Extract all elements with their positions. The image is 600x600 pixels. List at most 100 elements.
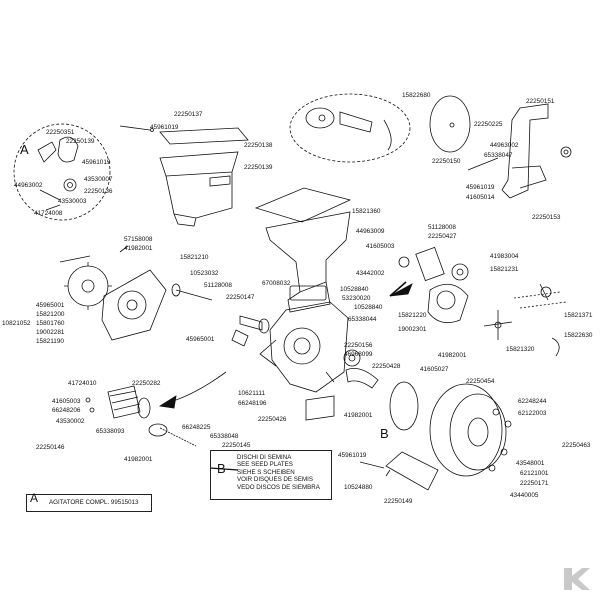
legend-line: DISCHI DI SEMINA <box>237 454 292 461</box>
agitator-text: AGITATORE COMPL. 99515013 <box>49 499 139 506</box>
part-number-label: 65338047 <box>484 152 513 159</box>
mid-parts <box>305 349 379 421</box>
part-number-label: 41605003 <box>52 398 81 405</box>
part-number-label: 15801760 <box>36 320 65 327</box>
part-number-label: 67008032 <box>262 280 291 287</box>
legend-letter-b: B <box>217 461 226 476</box>
part-number-label: 22250139 <box>66 138 95 145</box>
part-number-label: 22250145 <box>222 442 251 449</box>
part-number-label: 22250156 <box>344 342 373 349</box>
detail-letter-b: B <box>380 426 389 441</box>
hopper-lower <box>254 187 352 313</box>
part-number-label: 43440005 <box>510 492 539 499</box>
part-number-label: 45961019 <box>82 159 111 166</box>
seed-plate-disc <box>429 95 471 153</box>
part-number-label: 15821231 <box>490 266 519 273</box>
part-number-label: 66248206 <box>52 407 81 414</box>
main-casing <box>259 285 349 393</box>
part-number-label: 62122003 <box>518 410 547 417</box>
seed-disc-lower <box>389 381 512 477</box>
legend-line: SIEHE S SCHEIBEN <box>237 468 295 476</box>
part-number-label: 10523032 <box>190 270 219 277</box>
part-number-label: 22250147 <box>226 294 255 301</box>
part-number-label: 62248244 <box>518 398 547 405</box>
part-number-label: 15821220 <box>398 312 427 319</box>
part-number-label: 15821360 <box>352 208 381 215</box>
part-number-label: 41982001 <box>438 352 467 359</box>
part-number-label: 45961019 <box>338 452 367 459</box>
part-number-label: 22250139 <box>244 164 273 171</box>
part-number-label: 51128008 <box>204 282 232 289</box>
part-number-label: 45961019 <box>150 124 179 131</box>
right-drive-pieces <box>389 246 567 357</box>
seed-plates-text: DISCHI DI SEMINA SEE SEED PLATES SIEHE S… <box>237 454 320 491</box>
part-number-label: 15821190 <box>36 338 64 345</box>
part-number-label: 41724010 <box>68 380 97 387</box>
agitator-legend: A AGITATORE COMPL. 99515013 <box>26 492 152 512</box>
direction-arrows <box>158 283 413 409</box>
part-number-label: 41605014 <box>466 194 495 201</box>
part-number-label: 22250282 <box>132 380 161 387</box>
part-number-label: 22250137 <box>174 111 203 118</box>
part-number-label: 44963002 <box>490 142 519 149</box>
part-number-label: 65338048 <box>210 433 239 440</box>
part-number-label: 22250153 <box>532 214 561 221</box>
part-number-label: 43530007 <box>84 176 113 183</box>
part-number-label: 15822680 <box>402 92 431 99</box>
part-number-label: 22250150 <box>432 158 461 165</box>
part-number-label: 41724008 <box>34 210 63 217</box>
gear-cover <box>59 245 167 341</box>
part-number-label: 57158008 <box>124 236 153 243</box>
part-number-label: 15821320 <box>506 346 535 353</box>
part-number-label: 22250138 <box>244 142 273 149</box>
part-number-label: 53230020 <box>342 295 371 302</box>
part-number-label: 15821371 <box>564 312 593 319</box>
part-number-label: 41983004 <box>490 253 519 260</box>
detail-letter-a: A <box>20 142 29 157</box>
seed-plates-legend: B DISCHI DI SEMINA SEE SEED PLATES SIEHE… <box>210 450 332 500</box>
part-number-label: 65338044 <box>348 316 377 323</box>
part-number-label: 22250171 <box>520 480 549 487</box>
hopper-upper <box>119 125 249 227</box>
part-number-label: 41605027 <box>420 366 449 373</box>
part-number-label: 22250463 <box>562 442 591 449</box>
part-number-label: 41982001 <box>124 245 153 252</box>
part-number-label: 51128008 <box>428 224 456 231</box>
part-number-label: 22250225 <box>474 121 503 128</box>
part-number-label: 41605003 <box>366 243 395 250</box>
part-number-label: 43548001 <box>516 460 545 467</box>
drive-shaft <box>171 283 270 347</box>
part-number-label: 43442002 <box>356 270 385 277</box>
legend-line: VEDO DISCOS DE SIEMBRA <box>237 483 320 491</box>
part-number-label: 44963009 <box>356 228 385 235</box>
part-number-label: 65338093 <box>96 428 125 435</box>
legend-line: SEE SEED PLATES <box>237 461 293 469</box>
part-number-label: 22250151 <box>526 98 555 105</box>
part-number-label: 62121001 <box>520 470 549 477</box>
part-number-label: 10528840 <box>340 286 369 293</box>
part-number-label: 15821200 <box>36 311 65 318</box>
part-number-label: 22250426 <box>258 416 287 423</box>
part-number-label: 22250146 <box>36 444 65 451</box>
part-number-label: 15822630 <box>564 332 593 339</box>
part-number-label: 45961019 <box>466 184 495 191</box>
part-number-label: 19002281 <box>36 329 65 336</box>
k-logo-icon <box>564 568 590 590</box>
part-number-label: 10524880 <box>344 484 373 491</box>
part-number-label: 66248225 <box>182 424 211 431</box>
part-number-label: 41982001 <box>344 412 373 419</box>
part-number-label: 43530003 <box>58 198 87 205</box>
part-number-label: 10621111 <box>238 390 266 397</box>
part-number-label: 22250427 <box>428 233 457 240</box>
right-bracket <box>467 103 572 199</box>
part-number-label: 22250351 <box>46 129 75 136</box>
agitator-assembly <box>85 385 197 447</box>
part-number-label: 44963002 <box>14 182 43 189</box>
detail-circle-a <box>13 123 111 221</box>
part-number-label: 66248196 <box>238 400 267 407</box>
legend-line: VOIR DISQUES DE SEMIS <box>237 476 313 484</box>
part-number-label: 22250149 <box>384 498 413 505</box>
part-number-label: 46968099 <box>344 351 373 358</box>
